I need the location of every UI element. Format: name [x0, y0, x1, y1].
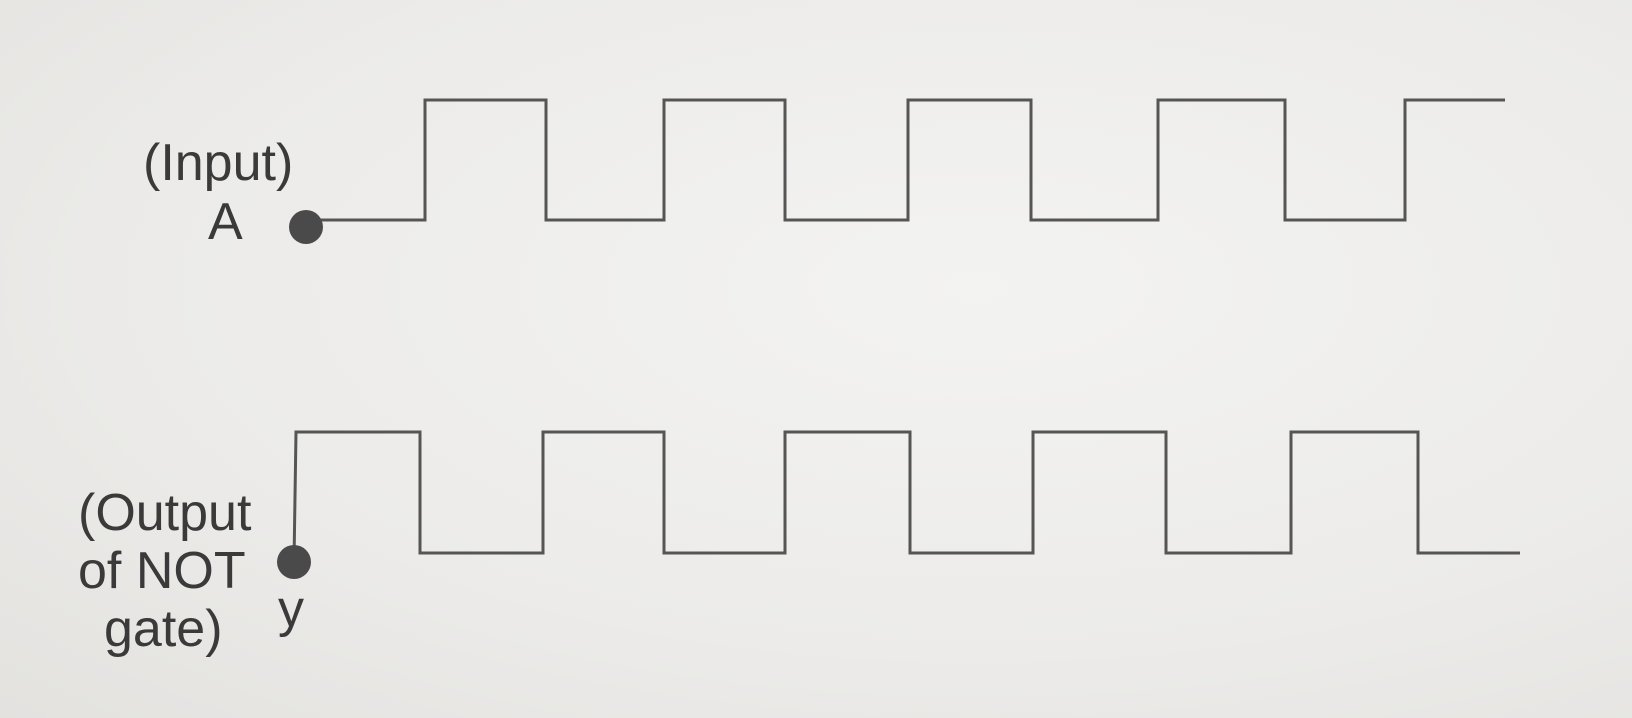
input-terminal-dot — [289, 210, 323, 244]
output-waveform — [292, 430, 1520, 563]
output-terminal-dot — [277, 545, 311, 579]
output-label-line1: (Output — [78, 484, 252, 542]
output-label-line3: gate) — [104, 600, 223, 658]
input-waveform — [306, 98, 1505, 222]
input-label-line1: (Input) — [143, 134, 294, 192]
input-label-line2: A — [208, 193, 243, 251]
output-terminal-label: y — [278, 580, 304, 638]
output-label-line2: of NOT — [78, 542, 246, 600]
